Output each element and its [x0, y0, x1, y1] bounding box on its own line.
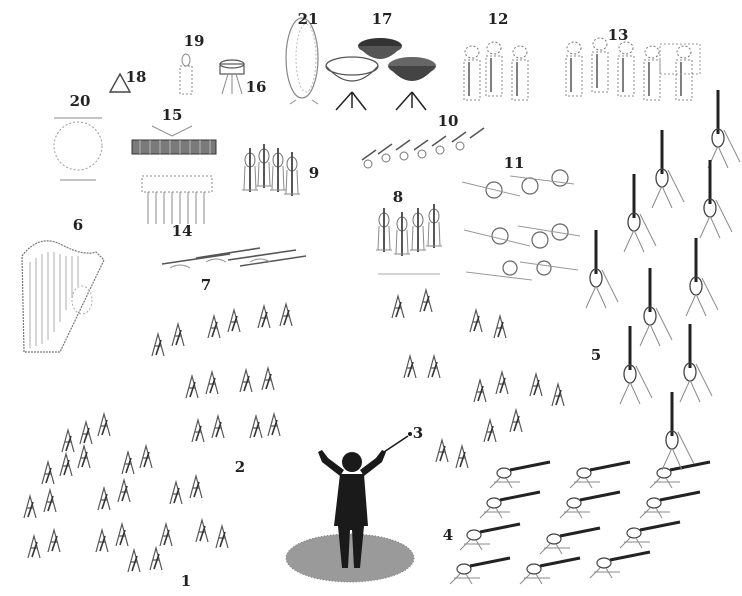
oboes [376, 204, 442, 274]
percussion-player [180, 54, 192, 94]
label-7: 7 [201, 276, 211, 294]
flutes [162, 248, 306, 268]
label-20: 20 [70, 92, 91, 110]
harp [22, 241, 104, 352]
section-4-cellos [450, 462, 710, 584]
section-2-second-violins [152, 304, 292, 442]
label-21: 21 [298, 10, 319, 28]
gong [54, 118, 102, 180]
timpani [326, 38, 436, 110]
trumpets [464, 42, 528, 100]
label-14: 14 [172, 222, 193, 240]
label-17: 17 [372, 10, 393, 28]
label-13: 13 [608, 26, 629, 44]
bassoons [362, 128, 484, 168]
snare-drum [220, 60, 244, 94]
xylophone [132, 126, 216, 154]
label-1: 1 [181, 572, 191, 590]
label-18: 18 [126, 68, 147, 86]
label-9: 9 [309, 164, 319, 182]
label-19: 19 [184, 32, 205, 50]
conductor-podium [286, 534, 414, 582]
trombones-and-tuba [566, 38, 700, 100]
label-11: 11 [504, 154, 525, 172]
bass-drum [286, 18, 318, 104]
horns [462, 170, 580, 280]
celesta [142, 176, 212, 224]
label-10: 10 [438, 112, 459, 130]
clarinets [242, 144, 300, 196]
label-5: 5 [591, 346, 601, 364]
label-2: 2 [235, 458, 245, 476]
label-3: 3 [413, 424, 423, 442]
label-6: 6 [73, 216, 83, 234]
label-4: 4 [443, 526, 453, 544]
label-8: 8 [393, 188, 403, 206]
section-5-double-basses [586, 90, 740, 470]
label-15: 15 [162, 106, 183, 124]
label-12: 12 [488, 10, 509, 28]
label-16: 16 [246, 78, 267, 96]
